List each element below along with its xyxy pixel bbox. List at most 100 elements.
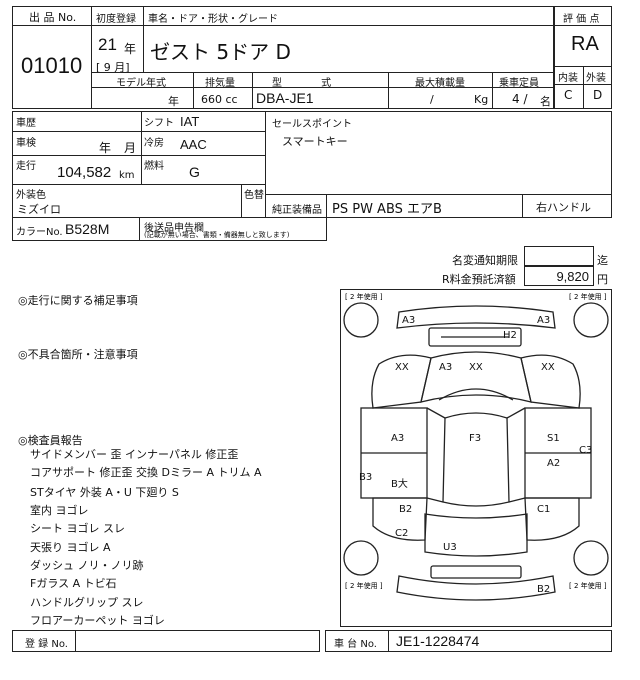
title-box: 初度登録 車名・ドア・形状・グレード 21 年 [ 9 月] ゼスト 5ドア D	[91, 6, 554, 74]
defects-label: ◎不具合箇所・注意事項	[18, 348, 138, 361]
exterior-grade: D	[593, 88, 603, 102]
report-line: サイドメンバー 歪 インナーパネル 修正歪	[30, 448, 239, 461]
model-type: DBA-JE1	[256, 90, 314, 106]
recolor-label: 色替	[244, 190, 264, 201]
model-year-unit: 年	[168, 95, 179, 108]
shift: IAT	[180, 114, 200, 129]
rear-right-quarter	[524, 497, 580, 541]
recycle-label: R料金預託済額	[442, 273, 516, 286]
damage-mark: B3	[359, 472, 372, 483]
report-line: 室内 ヨゴレ	[30, 504, 89, 517]
car-diagram-svg: [ 2 年使用 ] [ 2 年使用 ] [ 2 年使用 ] [ 2 年使用 ] …	[343, 292, 609, 601]
color-no: B528M	[65, 221, 110, 237]
car-diagram: [ 2 年使用 ] [ 2 年使用 ] [ 2 年使用 ] [ 2 年使用 ] …	[340, 289, 612, 627]
capacity-label: 乗車定員	[499, 78, 539, 89]
type-label: 型 式	[272, 78, 350, 89]
report-line: シート ヨゴレ スレ	[30, 522, 125, 535]
chassis-box: 車 台 No. JE1-1228474	[325, 630, 612, 652]
report-line: 天張り ヨゴレ A	[30, 541, 111, 554]
sales-point-box: セールスポイント スマートキー	[265, 111, 612, 195]
shift-label: シフト	[144, 118, 174, 129]
tire-icon	[343, 302, 379, 338]
report-label: ◎検査員報告	[18, 434, 83, 447]
report-line: ハンドルグリップ スレ	[30, 596, 144, 609]
car-name: ゼスト 5ドア D	[150, 40, 291, 64]
damage-mark: B2	[399, 504, 412, 515]
fuel: G	[189, 164, 200, 180]
recycle-amount: 9,820	[556, 269, 589, 284]
spec-box: モデル年式 排気量 型 式 最大積載量 乗車定員 年 660 cc DBA-JE…	[91, 72, 554, 109]
lot-number: 01010	[21, 53, 83, 78]
damage-mark: C1	[537, 504, 550, 515]
inspection-year: 年	[99, 141, 112, 155]
equipment-label: 純正装備品	[272, 205, 322, 216]
running-notes-label: ◎走行に関する補足事項	[18, 294, 138, 307]
displacement-label: 排気量	[205, 78, 235, 89]
front-grille-outline	[428, 327, 522, 347]
interior-grade: C	[564, 88, 573, 102]
first-reg-label: 初度登録	[96, 14, 136, 25]
damage-mark: H2	[503, 330, 517, 341]
tire-label: [ 2 年使用 ]	[345, 581, 383, 590]
lot-label: 出 品 No.	[29, 11, 77, 24]
rear-bumper-outline	[396, 575, 556, 601]
chassis-label: 車 台 No.	[334, 639, 377, 650]
aircon-label: 冷房	[144, 138, 164, 149]
damage-mark: A3	[439, 362, 452, 373]
inspection-month: 月	[124, 141, 137, 155]
doc-label: 後送品申告欄	[144, 223, 204, 234]
sales-point: スマートキー	[282, 135, 348, 148]
recycle-unit: 円	[597, 273, 608, 286]
color-box: 外装色 ミズイロ 色替	[12, 184, 266, 218]
front-bumper-outline	[396, 305, 556, 329]
capacity-unit: 名	[540, 95, 551, 108]
report-line: ダッシュ ノリ・ノリ跡	[30, 559, 144, 572]
rear-plate-outline	[430, 565, 522, 579]
color-label: 外装色	[16, 190, 46, 201]
reg-no-box: 登 録 No.	[12, 630, 320, 652]
report-line: フロアーカーペット ヨゴレ	[30, 614, 165, 627]
damage-mark: C3	[579, 445, 592, 456]
damage-mark: XX	[469, 362, 483, 373]
damage-mark: XX	[395, 362, 409, 373]
mileage-unit: km	[119, 170, 135, 181]
recycle-field: 9,820	[524, 266, 594, 286]
damage-mark: C2	[395, 528, 408, 539]
damage-mark: F3	[469, 433, 481, 444]
damage-mark: A3	[402, 315, 415, 326]
doc-note: (記載が無い場合、書類・備器無しと致します)	[144, 231, 290, 239]
name-change-field	[524, 246, 594, 266]
inspection-label: 車検	[16, 138, 36, 149]
sales-point-label: セールスポイント	[272, 119, 352, 130]
max-load-unit: Kg	[474, 93, 489, 106]
name-change-label: 名変通知期限	[452, 254, 518, 267]
model-year-label: モデル年式	[116, 78, 166, 89]
displacement: 660 cc	[201, 93, 238, 106]
equipment: PS PW ABS エアB	[332, 202, 442, 217]
damage-mark: U3	[443, 542, 457, 553]
tire-icon	[343, 540, 379, 576]
grade-label: 評 価 点	[563, 14, 600, 25]
reg-no-label: 登 録 No.	[25, 639, 68, 650]
capacity: 4 /	[512, 92, 528, 106]
tailgate-outline	[424, 513, 528, 557]
equipment-box: 純正装備品 PS PW ABS エアB 右ハンドル	[265, 194, 612, 218]
max-load-sep: /	[430, 93, 434, 106]
color-no-box: カラーNo. B528M	[12, 217, 140, 241]
damage-mark: B2	[537, 584, 550, 595]
damage-mark: XX	[541, 362, 555, 373]
tire-icon	[573, 540, 609, 576]
lot-box: 出 品 No. 01010	[12, 6, 92, 109]
reg-month: [ 9 月]	[96, 61, 130, 74]
roof-outline	[442, 412, 510, 507]
handle-side: 右ハンドル	[536, 201, 591, 214]
report-line: STタイヤ 外装 A・U 下廻り S	[30, 486, 179, 499]
damage-mark: B大	[391, 477, 408, 490]
max-load-label: 最大積載量	[415, 78, 465, 89]
history-label: 車歴	[16, 118, 36, 129]
damage-mark: S1	[547, 433, 560, 444]
damage-mark: A3	[391, 433, 404, 444]
body-color: ミズイロ	[17, 203, 61, 216]
chassis-no: JE1-1228474	[396, 633, 480, 649]
aircon: AAC	[180, 137, 207, 152]
